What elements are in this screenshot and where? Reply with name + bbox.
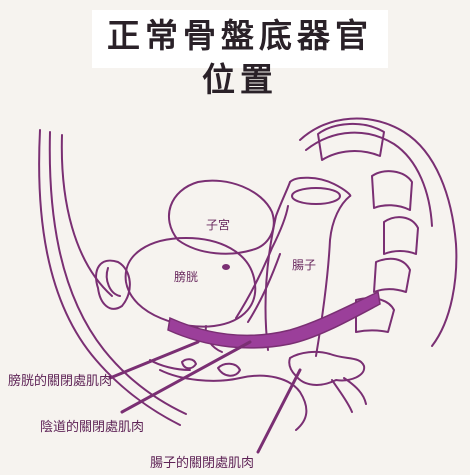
vertebra	[372, 171, 412, 210]
vertebra	[318, 124, 384, 160]
rectum-opening	[292, 188, 340, 204]
vagina-outline	[236, 206, 288, 318]
rectal-sphincter-pointer	[258, 370, 300, 452]
rectum-label: 腸子	[292, 258, 316, 272]
uterus-label: 子宮	[206, 218, 230, 232]
anus-tissue	[289, 352, 364, 385]
anus-tissue	[344, 378, 366, 404]
diagram-title: 正常骨盤底器官位置	[92, 14, 388, 102]
rectal-sphincter-label: 腸子的關閉處肌肉	[150, 456, 254, 472]
vertebra	[384, 217, 418, 254]
bladder-label: 膀胱	[174, 270, 198, 284]
bladder-sphincter-label: 膀胱的關閉處肌肉	[8, 374, 112, 390]
vaginal-sphincter-pointer	[122, 342, 250, 412]
anus-tissue	[332, 380, 352, 412]
perineal-opening	[218, 364, 240, 376]
sacrum-outline	[306, 133, 432, 226]
vaginal-sphincter-label: 陰道的關閉處肌肉	[40, 420, 144, 436]
perineal-opening	[182, 359, 196, 368]
uterus-cervix-dot	[222, 264, 230, 270]
pelvic-floor-muscle	[168, 292, 380, 348]
pubic-bone-contour	[62, 135, 112, 296]
vertebra	[374, 259, 410, 292]
rectum-outline	[290, 178, 350, 196]
